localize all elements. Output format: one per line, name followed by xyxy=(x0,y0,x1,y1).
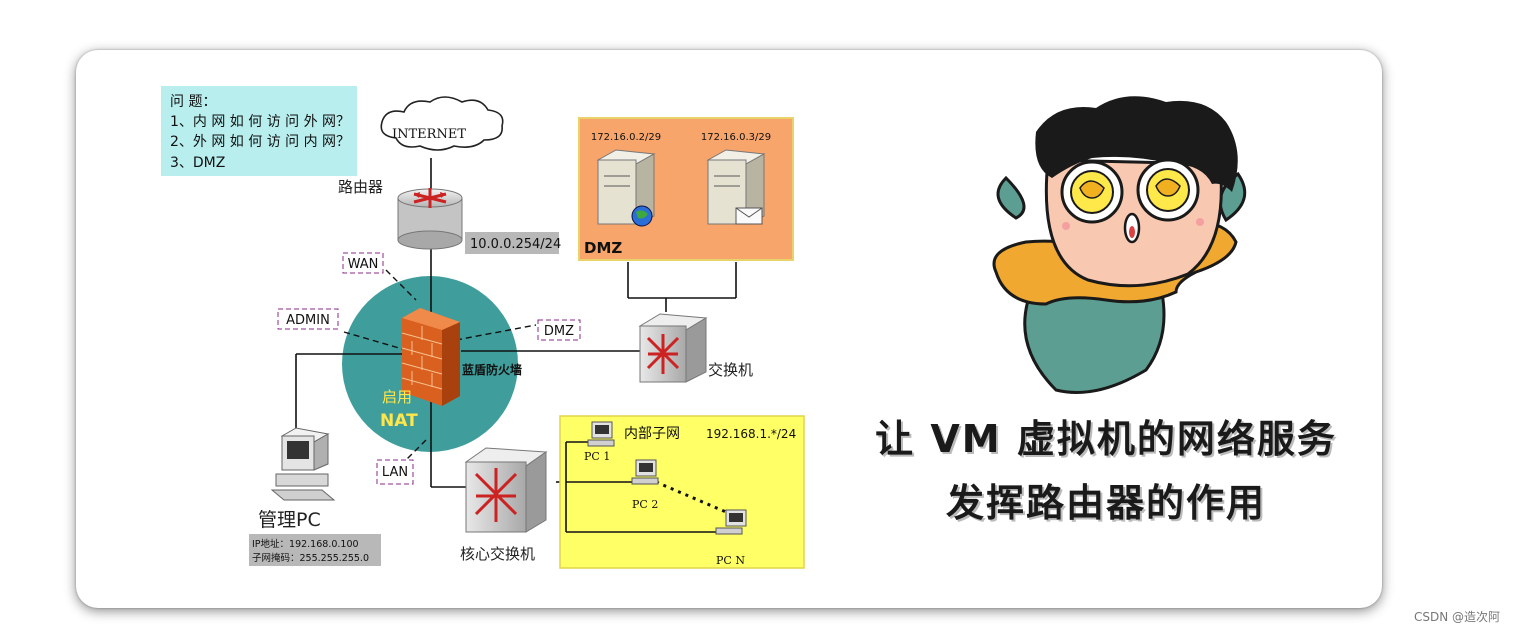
admin-pc-label: 管理PC xyxy=(258,509,321,531)
core-switch-label: 核心交换机 xyxy=(460,545,535,563)
wan-tag: WAN xyxy=(348,257,379,272)
core-switch-icon xyxy=(464,447,548,533)
pc-1-label: PC 1 xyxy=(584,450,610,463)
switch-label: 交换机 xyxy=(708,361,753,379)
question-box: 问 题： 1、内 网 如 何 访 问 外 网？ 2、外 网 如 何 访 问 内 … xyxy=(161,86,357,176)
dmz-server-2-ip: 172.16.0.3/29 xyxy=(701,132,771,143)
port-dashed-lines xyxy=(343,269,537,461)
lan-title: 内部子网 xyxy=(624,426,680,442)
web-server-icon xyxy=(596,149,656,227)
lan-tag: LAN xyxy=(382,465,408,480)
question-line-3: 3、DMZ xyxy=(170,155,225,171)
port-tags: WAN ADMIN DMZ LAN xyxy=(277,252,581,485)
lan-zone: 内部子网 192.168.1.*/24 PC 1 PC 2 PC N xyxy=(559,415,805,569)
network-diagram: 问 题： 1、内 网 如 何 访 问 外 网？ 2、外 网 如 何 访 问 内 … xyxy=(161,86,1247,569)
question-title: 问 题： xyxy=(170,94,216,110)
router xyxy=(397,188,463,250)
pc-n-icon xyxy=(715,509,747,535)
internet-cloud: INTERNET xyxy=(380,96,504,151)
firewall-icon xyxy=(401,308,460,406)
admin-pc-info-box xyxy=(249,534,381,566)
pc-n-label: PC N xyxy=(716,554,745,567)
nat-line-2: NAT xyxy=(380,411,418,431)
dmz-zone-label: DMZ xyxy=(584,239,622,257)
question-line-1: 1、内 网 如 何 访 问 外 网？ xyxy=(170,114,350,130)
pc-2-icon xyxy=(631,459,659,485)
question-line-2: 2、外 网 如 何 访 问 内 网？ xyxy=(170,134,350,150)
admin-tag: ADMIN xyxy=(286,313,330,328)
admin-pc-mask: 子网掩码：255.255.255.0 xyxy=(252,552,369,564)
cartoon-character-illustration xyxy=(992,96,1247,394)
router-label: 路由器 xyxy=(338,178,383,196)
headline-line-1: 让 VM 虚拟机的网络服务 xyxy=(875,417,1337,461)
pc-1-icon xyxy=(587,421,615,447)
admin-pc-ip: IP地址：192.168.0.100 xyxy=(252,538,359,550)
dmz-zone: 172.16.0.2/29 172.16.0.3/29 DMZ xyxy=(578,117,794,261)
dmz-tag: DMZ xyxy=(544,324,574,339)
lan-subnet: 192.168.1.*/24 xyxy=(706,427,796,441)
admin-pc-icon xyxy=(270,427,336,501)
nat-line-1: 启用 xyxy=(382,388,412,406)
pc-2-label: PC 2 xyxy=(632,498,658,511)
dmz-server-1-ip: 172.16.0.2/29 xyxy=(591,132,661,143)
headline-line-2: 发挥路由器的作用 xyxy=(945,481,1266,525)
router-ip: 10.0.0.254/24 xyxy=(470,237,561,252)
firewall-label: 蓝盾防火墙 xyxy=(462,362,522,377)
router-ip-box xyxy=(465,232,559,254)
mail-server-icon xyxy=(706,149,766,225)
switch-icon xyxy=(638,313,708,383)
csdn-watermark: CSDN @造次阿 xyxy=(1413,610,1500,624)
content-card: 问 题： 1、内 网 如 何 访 问 外 网？ 2、外 网 如 何 访 问 内 … xyxy=(76,50,1382,608)
internet-label: INTERNET xyxy=(392,127,466,142)
